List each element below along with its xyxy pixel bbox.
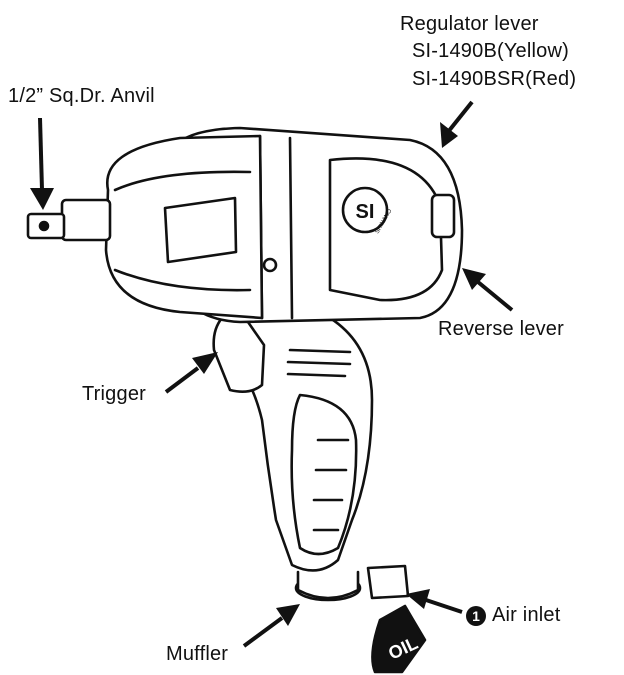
logo-icon [341,186,389,234]
arrow-icon-anvil [30,117,54,210]
anvil [60,198,112,242]
arrow-icon-reverse [462,268,514,312]
arrow-icon-regulator [440,100,474,148]
arrow-icon-muffler [242,604,300,648]
svg-text:SI: SI [356,201,375,223]
impact-wrench: SI SHINANO OIL [26,126,464,674]
label-reverse-lever: Reverse lever [438,318,564,340]
label-regulator-red: SI-1490BSR(Red) [412,68,577,90]
label-anvil: 1/2” Sq.Dr. Anvil [8,85,155,107]
label-air-inlet: Air inlet [492,604,561,626]
label-trigger: Trigger [82,383,147,405]
step-number-badge-icon: 1 [466,606,486,626]
label-regulator-yellow: SI-1490B(Yellow) [412,40,569,62]
label-regulator-title: Regulator lever [400,13,539,35]
grip-rubber [290,393,358,556]
arrow-icon-trigger [164,352,218,394]
label-muffler: Muffler [166,643,229,665]
trigger [212,316,266,393]
oil-bottle-icon [371,604,427,674]
arrow-icon-air-inlet [406,589,463,614]
